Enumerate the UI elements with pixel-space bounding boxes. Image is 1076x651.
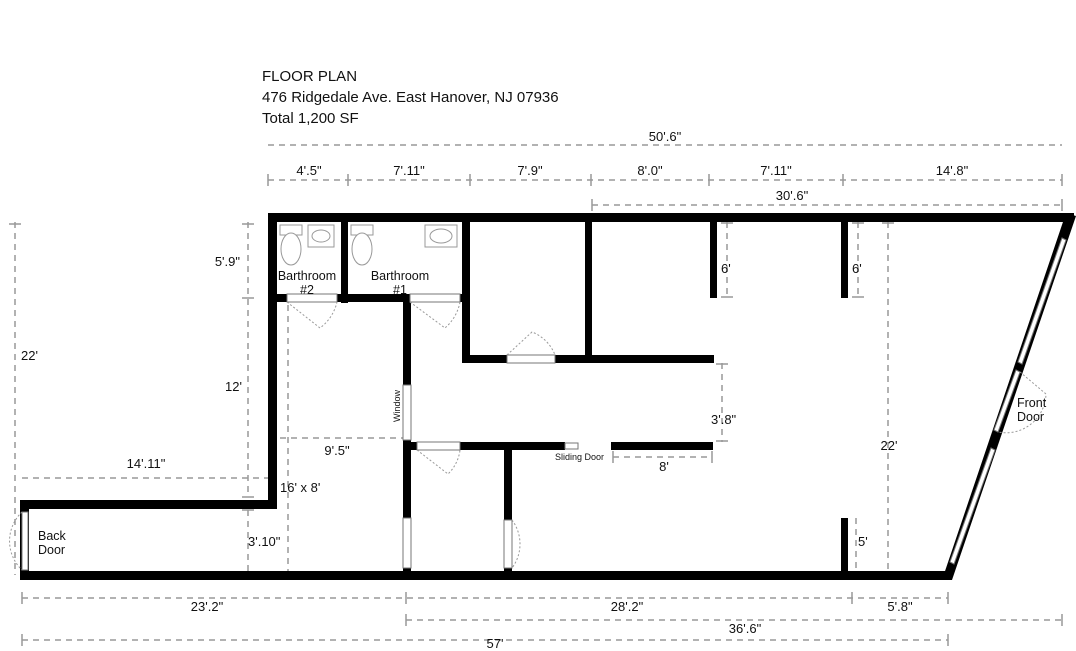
dim-left-low: 3'.10" [248,534,281,549]
dim-opening: 3'.8" [711,412,737,427]
plan-header: FLOOR PLAN 476 Ridgedale Ave. East Hanov… [262,66,559,129]
openings [21,237,1067,571]
dim-left-total: 22' [21,348,38,363]
dim-top-right: 30'.6" [776,188,809,203]
bathroom-fixtures [279,224,458,266]
dim-left-wing: 14'.11" [127,456,166,471]
dim-left-mid: 12' [225,379,242,394]
dim-bottom-total: 57' [487,636,504,651]
dim-wall-5: 5' [858,534,868,549]
bathroom-1-number: #1 [393,283,407,297]
sliding-door-label: Sliding Door [555,452,604,462]
front-door-label-2: Door [1017,410,1044,424]
dim-hall-width: 9'.5" [324,443,350,458]
dim-bottom-c: 5'.8" [887,599,913,614]
front-door-label: Front [1017,396,1047,410]
plan-title: FLOOR PLAN [262,68,358,85]
room-size-label: 16' x 8' [280,480,320,495]
dim-overall-top: 50'.6" [649,129,682,144]
walls [20,213,1076,580]
dim-top-6: 14'.8" [936,163,969,178]
plan-address: 476 Ridgedale Ave. East Hanover, NJ 0793… [262,89,559,106]
back-door-label-2: Door [38,543,65,557]
dim-bottom-a: 23'.2" [191,599,224,614]
dim-bottom-right: 36'.6" [729,621,762,636]
dim-top-2: 7'.11" [393,163,425,178]
back-door-label: Back [38,529,67,543]
dimension-labels: 50'.6" 4'.5" 7'.11" 7'.9" 8'.0" 7'.11" 1… [21,129,969,651]
dim-top-1: 4'.5" [296,163,322,178]
dim-bottom-b: 28'.2" [611,599,644,614]
dim-main-depth: 22' [881,438,898,453]
bathroom-2-number: #2 [300,283,314,297]
dim-wall-6b: 6' [852,261,862,276]
window-label: Window [392,389,402,422]
dim-wall-6a: 6' [721,261,731,276]
bathroom-1-label: Barthroom [371,269,429,283]
bathroom-2-label: Barthroom [278,269,336,283]
dim-top-3: 7'.9" [517,163,543,178]
dim-wall-8: 8' [659,459,669,474]
plan-total-area: Total 1,200 SF [262,110,359,127]
door-swings [9,301,1047,571]
dim-top-4: 8'.0" [637,163,663,178]
dim-left-bath: 5'.9" [215,254,241,269]
dim-top-5: 7'.11" [760,163,792,178]
